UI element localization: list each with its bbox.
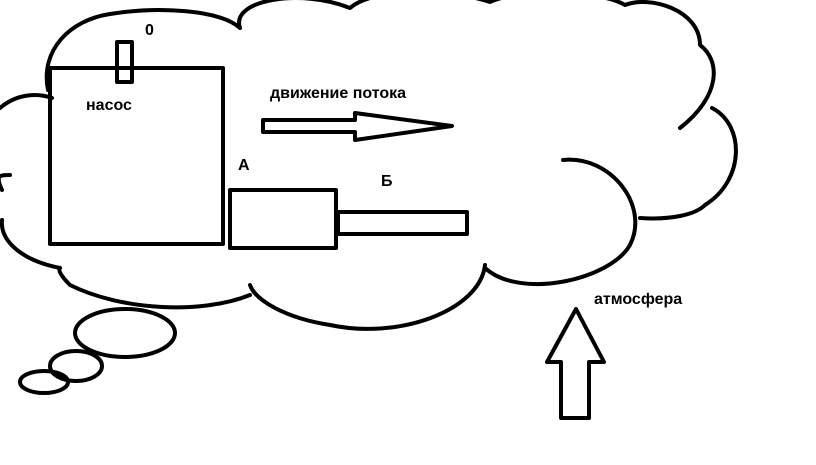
thought-bubble-small bbox=[18, 369, 70, 395]
point-b-label: Б bbox=[381, 173, 393, 190]
thought-bubble-large bbox=[73, 307, 177, 359]
atmosphere-arrow bbox=[545, 307, 606, 420]
flow-arrow bbox=[261, 111, 454, 142]
pressure-gauge bbox=[115, 40, 134, 84]
pump-box bbox=[48, 66, 225, 246]
gauge-zero-label: 0 bbox=[145, 22, 154, 39]
atmosphere-label: атмосфера bbox=[594, 291, 683, 308]
thought-bubble-medium bbox=[48, 349, 104, 383]
pipe-section-a bbox=[228, 188, 338, 250]
flow-direction-label: движение потока bbox=[270, 85, 407, 102]
pipe-section-b bbox=[336, 210, 469, 236]
pump-label: насос bbox=[86, 97, 132, 114]
point-a-label: А bbox=[238, 157, 250, 174]
cloud-outline bbox=[0, 0, 738, 331]
